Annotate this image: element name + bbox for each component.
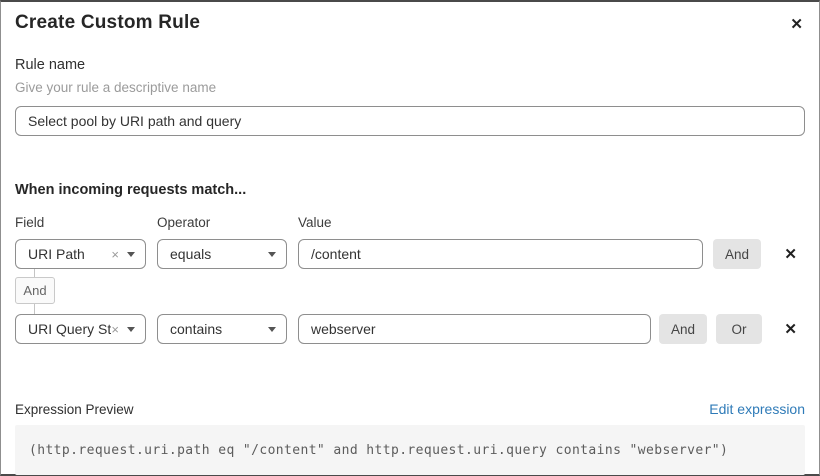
connector-line <box>34 304 35 314</box>
field-select-2[interactable]: URI Query St... × <box>15 314 146 344</box>
expression-preview-label: Expression Preview <box>15 401 134 417</box>
close-icon[interactable]: ✕ <box>788 13 805 36</box>
operator-column-label: Operator <box>157 215 211 230</box>
value-input-1[interactable] <box>298 239 703 269</box>
add-and-button-1[interactable]: And <box>713 239 762 269</box>
expression-code: (http.request.uri.path eq "/content" and… <box>15 425 805 475</box>
field-select-2-value: URI Query St... <box>28 321 112 337</box>
chevron-down-icon <box>127 251 135 257</box>
condition-row-2: URI Query St... × contains And Or ✕ <box>15 314 805 344</box>
clear-field-icon[interactable]: × <box>111 246 119 262</box>
rule-name-input[interactable] <box>15 106 805 136</box>
dialog-header: Create Custom Rule ✕ <box>15 12 805 36</box>
condition-row-1: URI Path × equals And ✕ <box>15 239 805 269</box>
remove-condition-icon-2[interactable]: ✕ <box>784 320 797 338</box>
remove-condition-icon-1[interactable]: ✕ <box>784 245 797 263</box>
column-labels: Field Operator Value <box>15 215 805 230</box>
add-or-button-2[interactable]: Or <box>716 314 763 344</box>
page-title: Create Custom Rule <box>15 12 201 33</box>
field-column-label: Field <box>15 215 45 230</box>
value-input-2[interactable] <box>298 314 651 344</box>
rule-name-label: Rule name <box>15 57 86 73</box>
value-column-label: Value <box>298 215 332 230</box>
match-heading: When incoming requests match... <box>15 182 247 198</box>
rule-name-section: Rule name Give your rule a descriptive n… <box>15 57 805 136</box>
and-connector-badge: And <box>15 277 55 304</box>
chevron-down-icon <box>127 326 135 332</box>
expression-section: Expression Preview Edit expression (http… <box>15 401 805 475</box>
field-select-1-value: URI Path <box>28 246 85 262</box>
field-select-1[interactable]: URI Path × <box>15 239 146 269</box>
connector-line <box>34 269 35 277</box>
rule-name-helper: Give your rule a descriptive name <box>15 80 217 95</box>
edit-expression-link[interactable]: Edit expression <box>709 401 805 417</box>
chevron-down-icon <box>268 326 276 332</box>
clear-field-icon[interactable]: × <box>111 321 119 337</box>
operator-select-1-value: equals <box>170 246 212 262</box>
operator-select-1[interactable]: equals <box>157 239 287 269</box>
match-section: When incoming requests match... Field Op… <box>15 182 805 344</box>
chevron-down-icon <box>268 251 276 257</box>
operator-select-2[interactable]: contains <box>157 314 287 344</box>
and-connector: And <box>15 269 805 314</box>
add-and-button-2[interactable]: And <box>659 314 708 344</box>
operator-select-2-value: contains <box>170 321 223 337</box>
